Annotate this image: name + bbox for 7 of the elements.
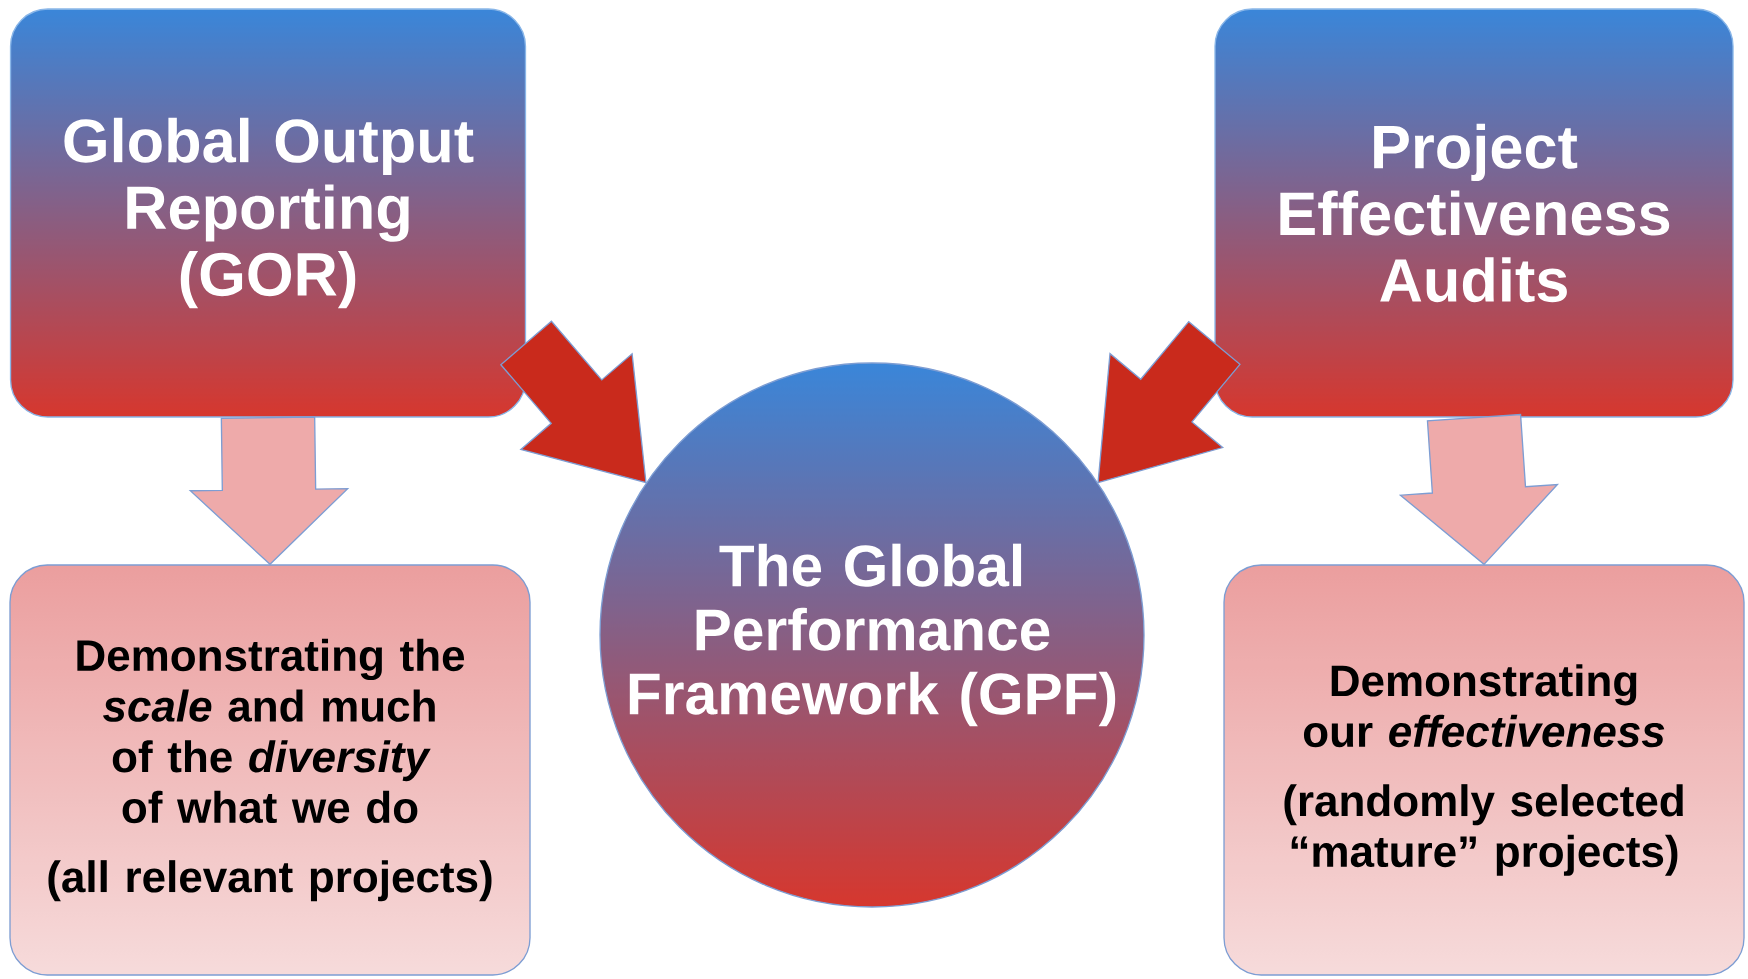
circle-node: The Global Performance Framework (GPF) <box>599 362 1145 908</box>
rounded-box: Demonstrating our effectiveness (randomly selected “mature” projects) <box>1223 564 1745 976</box>
block-arrow <box>1398 413 1560 566</box>
rounded-box: Project Effectiveness Audits <box>1214 8 1734 418</box>
block-arrow <box>188 416 350 566</box>
rounded-box: Global Output Reporting (GOR) <box>9 8 527 418</box>
rounded-box: Demonstrating the scale and much of the diversity of what we do (all relevant projects) <box>9 564 531 976</box>
